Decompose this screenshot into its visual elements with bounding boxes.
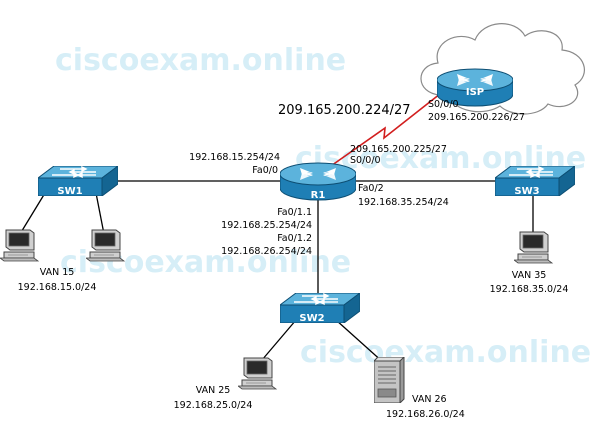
- r1-fa011-ip-label: 192.168.25.254/24: [221, 220, 312, 231]
- isp-label: ISP: [466, 87, 484, 98]
- pc-icon[interactable]: [514, 231, 553, 264]
- link-sw1-pc2: [95, 192, 105, 235]
- r1-fa011-interface-label: Fa0/1.1: [277, 207, 312, 218]
- isp-interface-label: S0/0/0: [428, 99, 459, 110]
- sw1-label: SW1: [57, 186, 82, 197]
- sw3-switch[interactable]: SW3: [495, 166, 575, 197]
- link-sw2-server: [335, 319, 385, 364]
- van25-network-label: 192.168.25.0/24: [174, 400, 253, 411]
- r1-fa02-interface-label: Fa0/2: [358, 183, 384, 194]
- r1-router[interactable]: R1: [280, 162, 356, 201]
- van25-name-label: VAN 25: [196, 385, 231, 396]
- r1-fa02-ip-label: 192.168.35.254/24: [358, 197, 449, 208]
- server-icon[interactable]: [374, 357, 405, 403]
- r1-serial-ip-label: 209.165.200.225/27: [350, 144, 447, 155]
- pc-icon[interactable]: [86, 229, 125, 262]
- link-sw2-pc: [261, 319, 297, 361]
- van26-network-label: 192.168.26.0/24: [386, 409, 465, 420]
- sw2-label: SW2: [299, 313, 324, 324]
- sw2-switch[interactable]: SW2: [280, 293, 360, 324]
- van15-network-label: 192.168.15.0/24: [18, 282, 97, 293]
- isp-router[interactable]: ISP: [437, 68, 513, 107]
- van35-network-label: 192.168.35.0/24: [490, 284, 569, 295]
- pc-icon[interactable]: [238, 357, 277, 390]
- watermark-text: ciscoexam.online: [60, 245, 351, 280]
- van26-name-label: VAN 26: [412, 394, 447, 405]
- van35-name-label: VAN 35: [512, 270, 547, 281]
- link-sw1-pc1: [19, 192, 46, 235]
- watermark-text: ciscoexam.online: [300, 335, 591, 370]
- pc-icon[interactable]: [0, 229, 39, 262]
- isp-ip-label: 209.165.200.226/27: [428, 112, 525, 123]
- r1-fa00-interface-label: Fa0/0: [252, 165, 278, 176]
- watermark-group: ciscoexam.online ciscoexam.online ciscoe…: [55, 43, 591, 370]
- labels: 209.165.200.224/27 S0/0/0 209.165.200.22…: [18, 99, 569, 420]
- watermark-text: ciscoexam.online: [55, 43, 346, 78]
- r1-fa012-ip-label: 192.168.26.254/24: [221, 246, 312, 257]
- r1-fa00-ip-label: 192.168.15.254/24: [189, 152, 280, 163]
- sw3-label: SW3: [514, 186, 539, 197]
- r1-label: R1: [311, 190, 326, 201]
- serial-link: [327, 89, 446, 169]
- links: [19, 89, 534, 364]
- r1-serial-interface-label: S0/0/0: [350, 155, 381, 166]
- r1-fa012-interface-label: Fa0/1.2: [277, 233, 312, 244]
- sw1-switch[interactable]: SW1: [38, 166, 118, 197]
- van15-name-label: VAN 15: [40, 267, 75, 278]
- serial-network-label: 209.165.200.224/27: [278, 103, 411, 118]
